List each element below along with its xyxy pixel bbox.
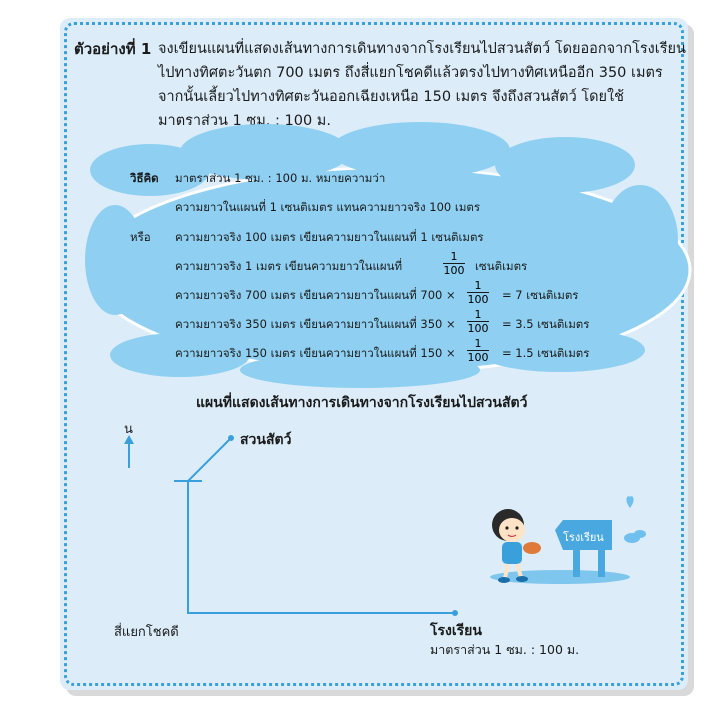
- calc-result-350: = 3.5 เซนติเมตร: [502, 317, 590, 331]
- calc-row-350: ความยาวจริง 350 เมตร เขียนความยาวในแผนที…: [175, 317, 456, 331]
- calc-result-700: = 7 เซนติเมตร: [502, 288, 579, 302]
- north-label: น: [124, 422, 133, 437]
- svg-text:โรงเรียน: โรงเรียน: [563, 530, 604, 544]
- problem-line: จงเขียนแผนที่แสดงเส้นทางการเดินทางจากโรง…: [158, 41, 686, 57]
- route-lines: [174, 438, 455, 614]
- method-line-1: มาตราส่วน 1 ซม. : 100 ม. หมายความว่า: [175, 171, 386, 185]
- or-label: หรือ: [130, 230, 151, 244]
- calc-result-150: = 1.5 เซนติเมตร: [502, 346, 590, 360]
- school-label: โรงเรียน: [430, 623, 482, 639]
- girl-character-image: [492, 509, 541, 583]
- map-title: แผนที่แสดงเส้นทางการเดินทางจากโรงเรียนไป…: [196, 395, 528, 411]
- problem-line: ไปทางทิศตะวันตก 700 เมตร ถึงสี่แยกโชคดีแ…: [158, 65, 663, 81]
- zoo-point: [228, 435, 234, 441]
- method-line-2: ความยาวในแผนที่ 1 เซนติเมตร แทนความยาวจร…: [175, 200, 481, 214]
- problem-line: จากนั้นเลี้ยวไปทางทิศตะวันออกเฉียงเหนือ …: [158, 89, 624, 105]
- school-point: [452, 610, 458, 616]
- map-scale-label: มาตราส่วน 1 ซม. : 100 ม.: [430, 642, 580, 657]
- example-problem-text: จงเขียนแผนที่แสดงเส้นทางการเดินทางจากโรง…: [158, 37, 686, 133]
- calc-row-700: ความยาวจริง 700 เมตร เขียนความยาวในแผนที…: [175, 288, 456, 302]
- method-line-4: ความยาวจริง 1 เมตร เขียนความยาวในแผนที่: [175, 259, 403, 273]
- calc-row-150: ความยาวจริง 150 เมตร เขียนความยาวในแผนที…: [175, 346, 456, 360]
- butterfly-icon: [624, 496, 646, 543]
- problem-line: มาตราส่วน 1 ซม. : 100 ม.: [158, 113, 331, 129]
- intersection-label: สี่แยกโชคดี: [114, 625, 179, 640]
- card-dotted-border: [64, 22, 684, 686]
- method-line-4-unit: เซนติเมตร: [475, 259, 528, 273]
- zoo-label: สวนสัตว์: [240, 432, 292, 448]
- example-label: ตัวอย่างที่ 1: [74, 40, 152, 58]
- north-arrow-icon: [124, 435, 134, 468]
- method-line-3: ความยาวจริง 100 เมตร เขียนความยาวในแผนที…: [175, 230, 484, 244]
- method-label: วิธีคิด: [130, 171, 159, 185]
